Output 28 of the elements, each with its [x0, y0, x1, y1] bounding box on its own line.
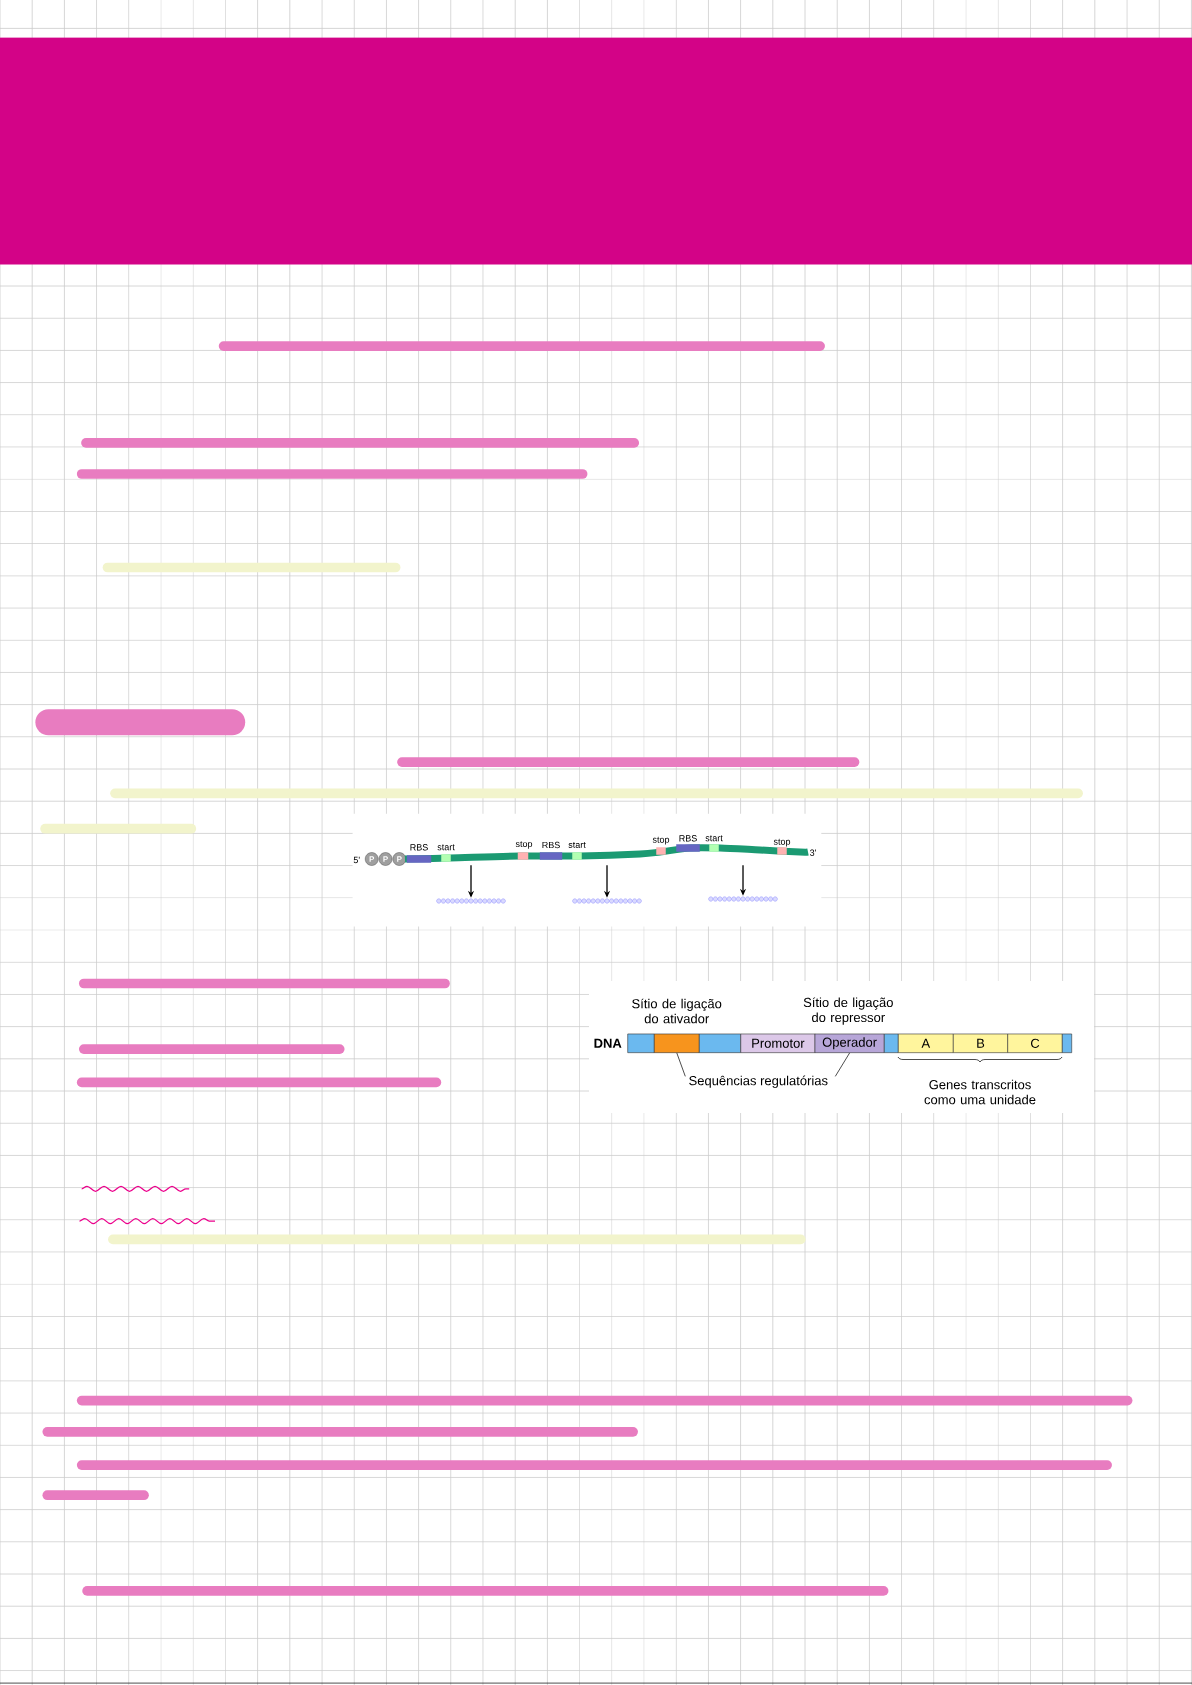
leader-line — [834, 1052, 850, 1077]
dna-segment — [884, 1033, 899, 1053]
dna-segment: B — [953, 1033, 1008, 1053]
dna-segment: C — [1007, 1033, 1063, 1053]
protein-chain — [436, 898, 506, 904]
dna-segment: Promotor — [740, 1033, 816, 1053]
annotation-text: Sítio de ligação do ativador — [632, 998, 722, 1024]
annotation-text: Genes transcritos como uma unidade — [924, 1079, 1036, 1105]
site-label: RBS — [410, 844, 428, 851]
end-label: 5' — [353, 856, 360, 864]
protein-chain — [572, 898, 642, 904]
site-label: stop — [652, 836, 670, 845]
dna-segment — [699, 1033, 741, 1053]
dna-segment — [654, 1033, 700, 1053]
annotation-text: Sequências regulatórias — [689, 1075, 828, 1088]
site-label: stop — [773, 838, 791, 847]
site-label: stop — [515, 841, 533, 849]
dna-segment — [627, 1033, 655, 1053]
site-label: RBS — [542, 841, 560, 849]
site-label: start — [437, 844, 455, 851]
site-label: start — [568, 842, 586, 848]
annotation-text: Sítio de ligação do repressor — [803, 997, 893, 1025]
dna-segment: A — [898, 1033, 954, 1053]
protein-chain — [708, 896, 778, 902]
axis-label: DNA — [594, 1038, 622, 1048]
dna-segment: Operador — [814, 1033, 885, 1053]
leader-line — [676, 1052, 686, 1077]
dna-segment — [1062, 1033, 1072, 1053]
